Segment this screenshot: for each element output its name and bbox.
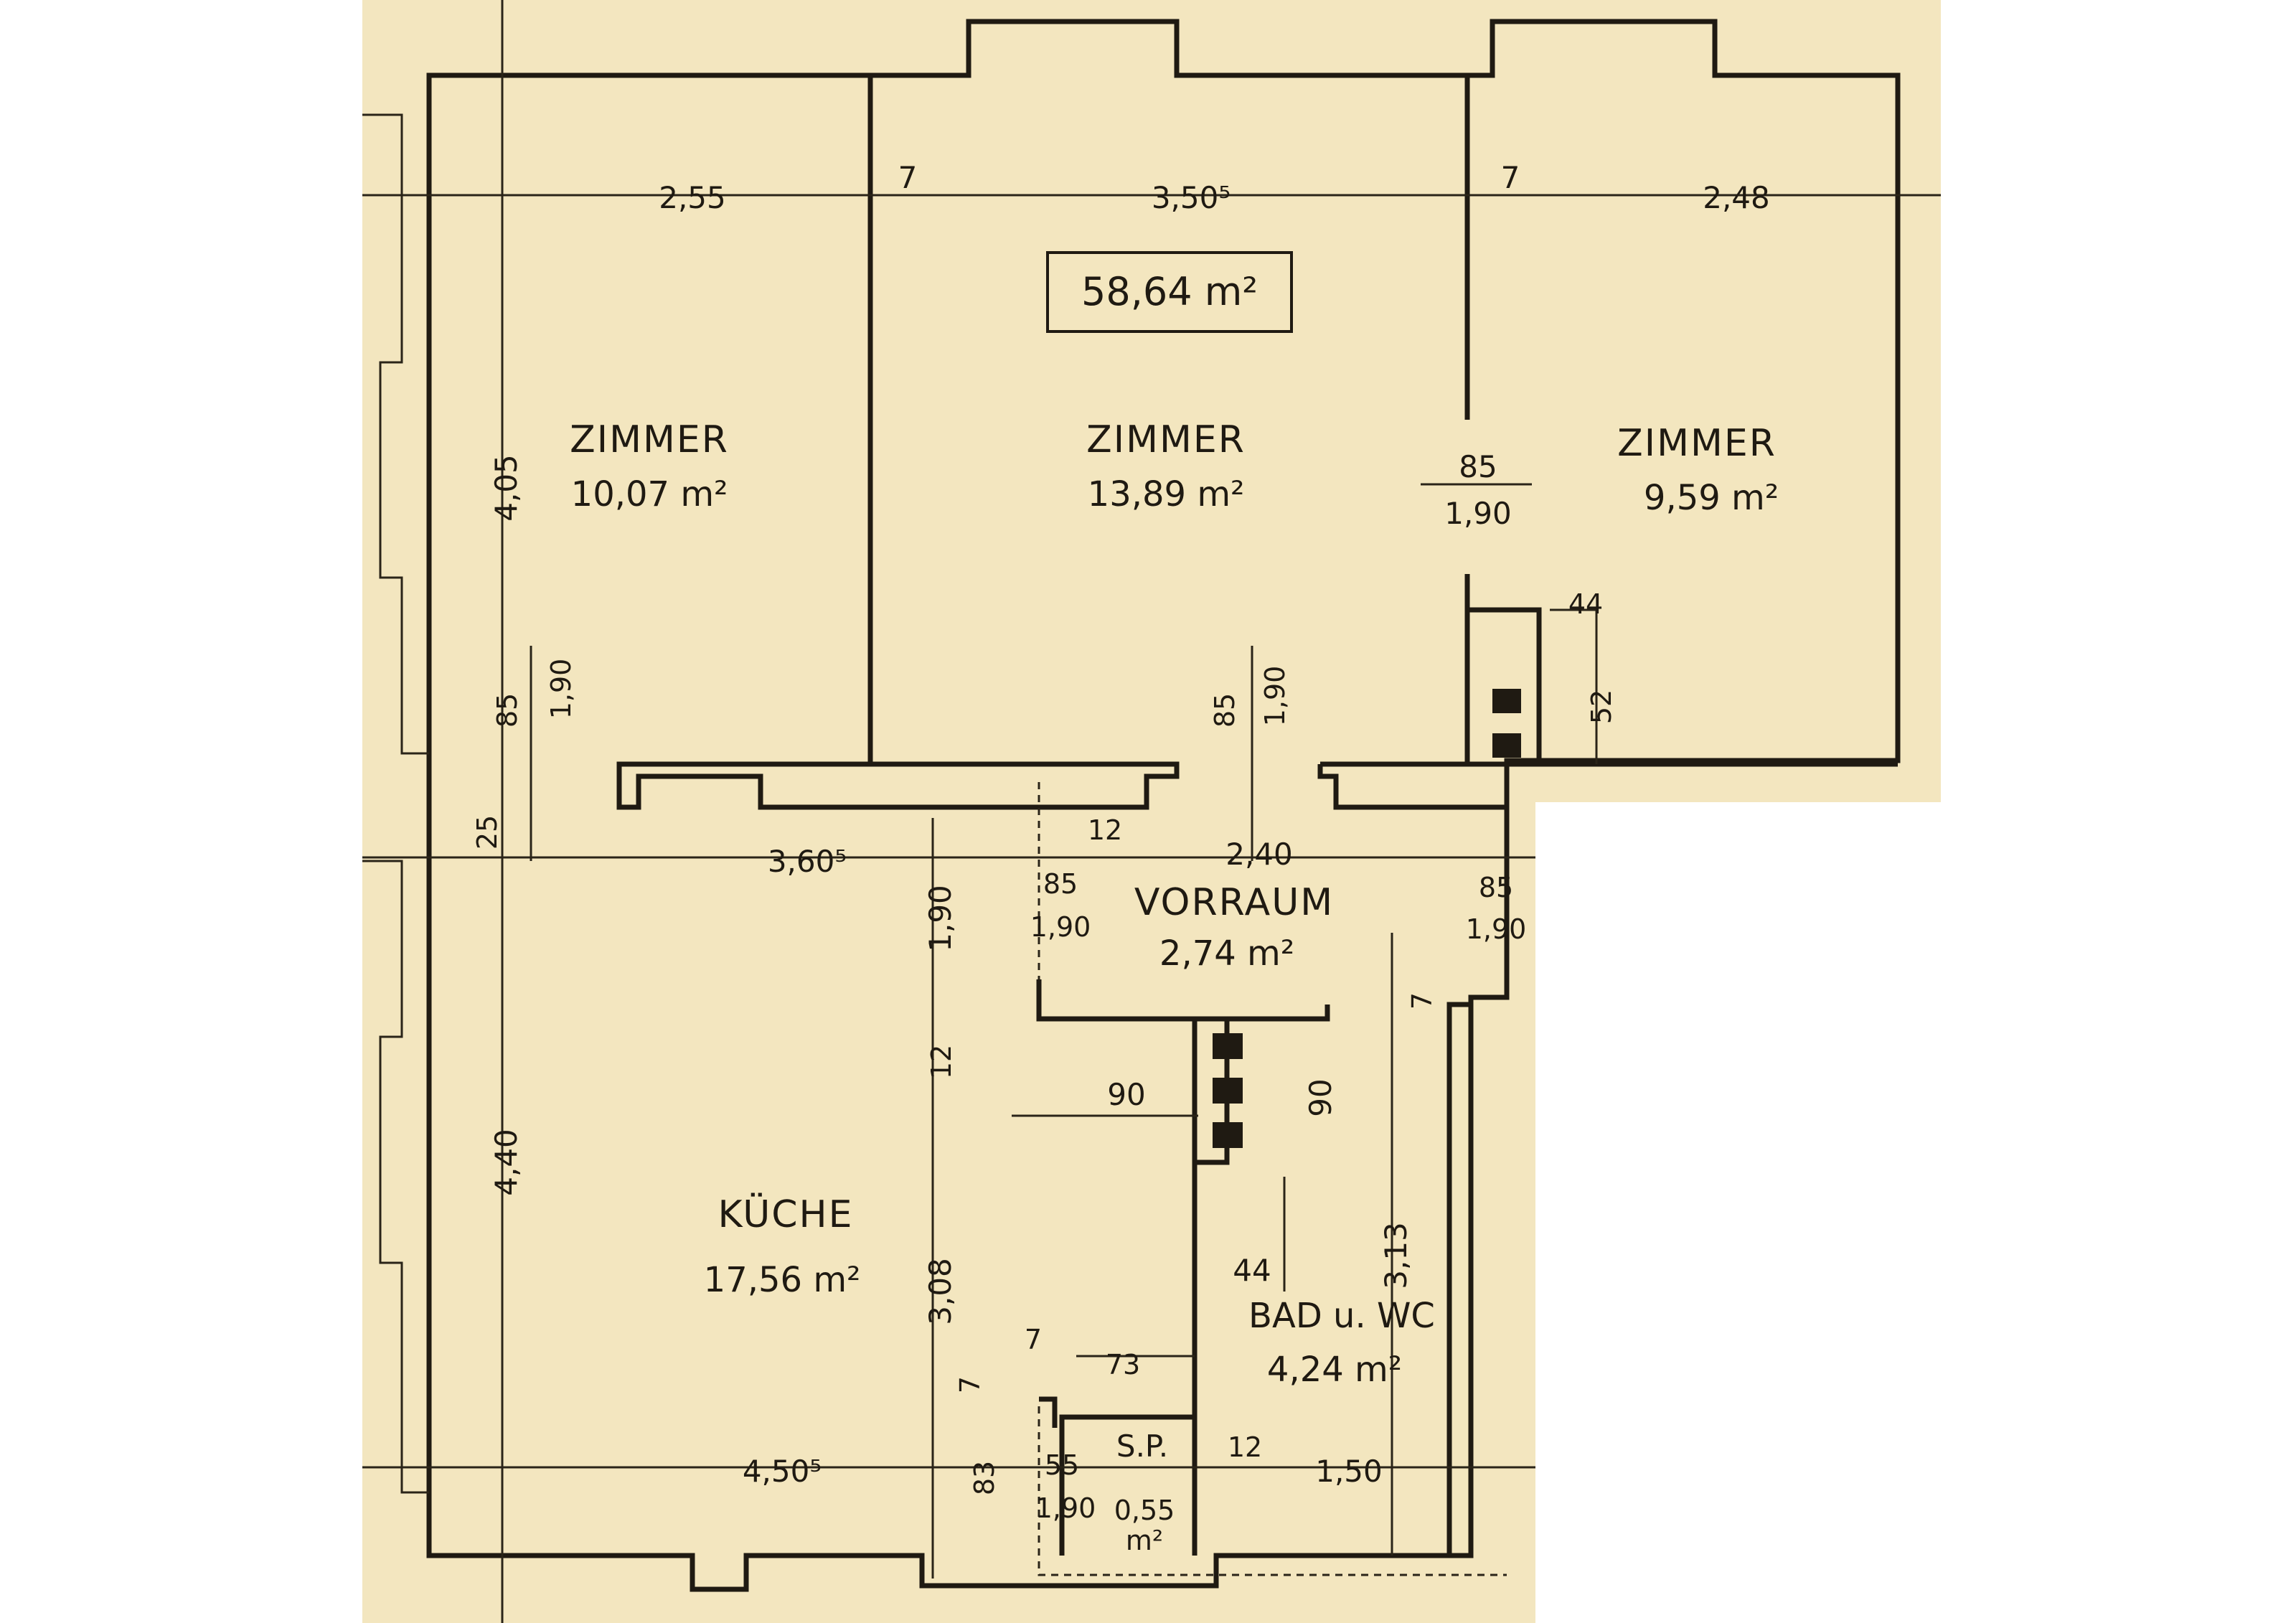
dim-w-room3: 2,48 [1703,180,1770,215]
room-1-area: 10,07 m² [571,474,728,514]
room-3-area: 9,59 m² [1644,478,1779,518]
dim-h-308: 3,08 [923,1258,958,1325]
dim-vorraum-w: 2,40 [1225,837,1293,872]
dim-door-right-w: 85 [1459,449,1497,484]
dim-k-door-h: 1,90 [923,885,958,952]
dim-chimney-h: 52 [1586,690,1617,724]
dim-door-right-h: 1,90 [1444,496,1512,531]
dim-v-door-w: 85 [1043,868,1078,900]
shaft-flue-3 [1213,1122,1243,1148]
dim-kitchen-top: 3,60⁵ [768,844,847,879]
dim-door-mid-w: 85 [1209,693,1241,728]
speis-area-bottom: m² [1126,1525,1163,1556]
dim-wall-7e: 7 [954,1376,986,1393]
corridor-top-wall-right [1317,761,1898,810]
kitchen-name: KÜCHE [718,1192,853,1236]
dim-wall-12c: 12 [1228,1431,1262,1463]
dim-w-bad: 1,50 [1315,1454,1383,1489]
dim-h-bad: 3,13 [1378,1222,1413,1289]
shaft-flue-1 [1213,1033,1243,1059]
dim-wall-83: 83 [969,1461,1000,1495]
dim-door-left-h: 1,90 [545,659,577,720]
corridor-top-wall [616,761,1180,810]
left-facade [362,113,429,1494]
paper-background [362,0,1941,1623]
dashed-outline [1038,782,1507,1576]
outer-wall [426,19,1901,1592]
dim-sp-door-h: 1,90 [1035,1492,1096,1524]
vorraum-area: 2,74 m² [1159,933,1294,974]
speis-name: S.P. [1116,1429,1168,1464]
speis-wall [1039,1396,1195,1556]
total-area-box [1046,251,1293,333]
bad-left-wall [1446,1002,1471,1556]
dim-w-room2: 3,50⁵ [1152,180,1231,215]
dim-wall-7c: 7 [1406,992,1438,1010]
kitchen-area: 17,56 m² [704,1260,861,1300]
room-2-name: ZIMMER [1086,418,1246,461]
room-3-name: ZIMMER [1617,422,1777,465]
dim-w-room1: 2,55 [659,180,726,215]
bad-name: BAD u. WC [1248,1296,1435,1336]
dim-h-kitchen: 4,40 [489,1129,524,1196]
dim-wall-12: 12 [1088,814,1122,846]
room-2-area: 13,89 m² [1088,474,1245,514]
dim-door-left-w: 85 [491,693,523,728]
dim-bad-door-w: 85 [1479,872,1513,903]
dim-bad-door-h: 1,90 [1466,913,1527,945]
dim-door-mid-h: 1,90 [1259,666,1291,727]
chimney-block [1467,607,1542,764]
dim-h-room1: 4,05 [489,454,524,522]
total-area: 58,64 m² [1081,269,1258,314]
dim-shaft-44: 44 [1233,1253,1271,1288]
chimney-flue-1 [1492,689,1521,713]
dim-wall-a: 7 [898,160,918,195]
vorraum-name: VORRAUM [1134,881,1334,924]
dim-v-door-h: 1,90 [1030,911,1091,943]
dim-chimney-w: 44 [1568,588,1603,620]
chimney-flue-2 [1492,733,1521,758]
dim-kitchen-bottom: 4,50⁵ [743,1454,822,1489]
bad-area: 4,24 m² [1267,1350,1402,1390]
dim-sp-door-w: 55 [1045,1449,1079,1481]
shaft-wall [1036,979,1330,1556]
dimension-lines [362,0,1941,1623]
dim-wall-b: 7 [1501,160,1520,195]
dim-wall-7d: 7 [1025,1324,1042,1355]
dim-w-73: 73 [1106,1349,1140,1380]
dim-w-90: 90 [1107,1077,1145,1112]
room-1-name: ZIMMER [570,418,729,461]
speis-area-top: 0,55 [1114,1495,1175,1526]
shaft-flue-2 [1213,1078,1243,1104]
dim-wall-12b: 12 [926,1045,957,1079]
dim-wall-25: 25 [471,815,503,850]
dim-h-90: 90 [1303,1078,1338,1116]
